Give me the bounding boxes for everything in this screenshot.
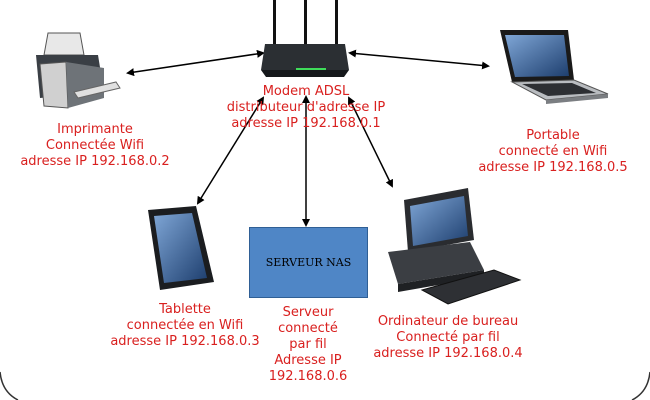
tablet-label-line-3: adresse IP 192.168.0.3 [110, 334, 260, 349]
nas-label-line-1: Serveur [282, 305, 334, 320]
nas-box-label: SERVEUR NAS [265, 256, 352, 269]
desktop-label-line-3: adresse IP 192.168.0.4 [373, 346, 523, 361]
arrow-modem-printer [126, 49, 265, 77]
printer-label: Imprimante Connectée Wifi adresse IP 192… [0, 122, 190, 170]
wifi-router-icon [261, 0, 349, 77]
laptop-label: Portable connecté en Wifi adresse IP 192… [458, 128, 648, 176]
tablet-label-line-1: Tablette [159, 302, 211, 317]
printer-icon [36, 32, 121, 109]
nas-label-line-4: Adresse IP [274, 353, 342, 368]
laptop-label-line-2: connecté en Wifi [498, 144, 608, 159]
desktop-label-line-1: Ordinateur de bureau [377, 314, 519, 329]
tablet-label-line-2: connectée en Wifi [126, 318, 244, 333]
desktop-computer-icon [388, 188, 522, 305]
tablet-label: Tablette connectée en Wifi adresse IP 19… [90, 302, 280, 350]
laptop-label-line-3: adresse IP 192.168.0.5 [478, 160, 628, 175]
arrow-modem-desktop [348, 96, 393, 188]
arrow-modem-laptop [348, 49, 490, 70]
frame-left-corner [0, 371, 19, 400]
frame-right-corner [631, 371, 650, 400]
printer-label-line-3: adresse IP 192.168.0.2 [20, 154, 170, 169]
tablet-icon [148, 206, 214, 290]
laptop-icon [500, 30, 609, 104]
arrow-modem-tablet [196, 96, 265, 205]
desktop-label: Ordinateur de bureau Connecté par fil ad… [360, 314, 536, 362]
nas-label-line-2: connecté [278, 321, 338, 336]
laptop-label-line-1: Portable [526, 128, 580, 143]
printer-label-line-1: Imprimante [57, 122, 133, 137]
nas-server-box: SERVEUR NAS [249, 227, 368, 298]
connection-arrows [126, 49, 490, 227]
modem-label: Modem ADSL distributeur d'adresse IP adr… [210, 84, 402, 132]
nas-label-line-3: par fil [289, 337, 327, 352]
modem-label-line-3: adresse IP 192.168.0.1 [231, 116, 381, 131]
printer-label-line-2: Connectée Wifi [45, 138, 145, 153]
desktop-label-line-2: Connecté par fil [396, 330, 500, 345]
modem-label-line-2: distributeur d'adresse IP [226, 100, 386, 115]
nas-label: Serveur connecté par fil Adresse IP 192.… [248, 305, 368, 385]
nas-label-line-5: 192.168.0.6 [268, 369, 348, 384]
modem-label-line-1: Modem ADSL [262, 84, 350, 99]
